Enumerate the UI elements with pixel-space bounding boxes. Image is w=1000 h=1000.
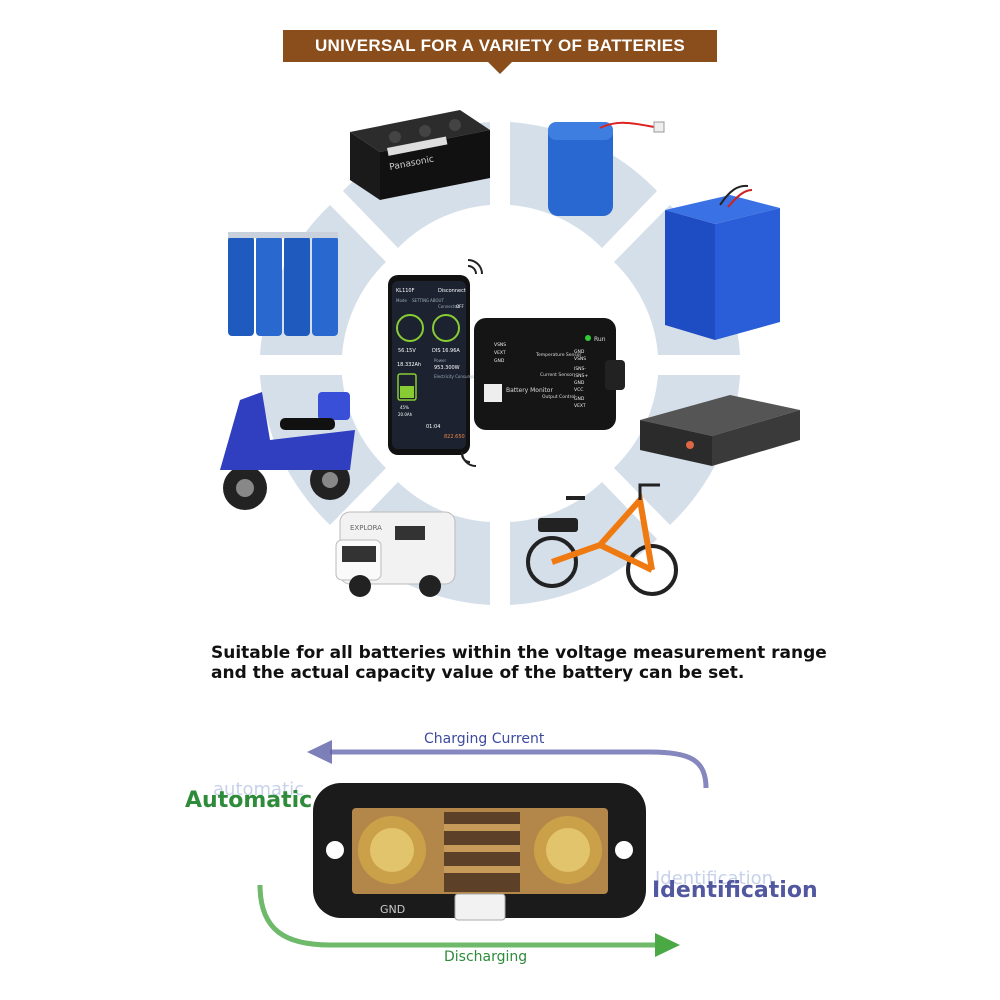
lithium-cells	[228, 232, 338, 336]
svg-text:VSNS: VSNS	[574, 356, 586, 362]
phone-disconnect: Disconnect	[438, 288, 466, 294]
discharging-label: Discharging	[444, 949, 528, 965]
svg-text:GND: GND	[574, 396, 585, 402]
svg-text:GND: GND	[574, 380, 585, 386]
phone-app-screen: KL110F Disconnect Mode SETTING ABOUT Con…	[388, 259, 483, 467]
phone-amp-hours: 18.332Ah	[397, 362, 421, 368]
motorhome: EXPLORA	[335, 511, 456, 597]
automatic-label: Automatic	[185, 788, 313, 813]
identification-label: Identification	[652, 878, 818, 903]
svg-text:VEXT: VEXT	[574, 403, 586, 409]
phone-tab-settings: SETTING	[412, 298, 429, 303]
phone-tab-about: ABOUT	[430, 298, 444, 303]
phone-time: 01:04	[426, 424, 440, 430]
svg-text:VEXT: VEXT	[494, 350, 506, 356]
caption-line-2: and the actual capacity value of the bat…	[211, 663, 745, 683]
svg-text:GND: GND	[494, 358, 505, 364]
charging-arrow	[307, 740, 709, 789]
shunt-illustration: GND	[257, 740, 709, 957]
scooter	[220, 392, 355, 510]
monitor-output-control: Output Control	[542, 394, 575, 400]
phone-off: OFF	[456, 304, 464, 309]
battery-monitor-device: Run Battery Monitor Temperature Sensor C…	[474, 318, 625, 430]
svg-text:ISNS-: ISNS-	[574, 366, 586, 372]
phone-tab-mode: Mode	[396, 298, 407, 303]
gnd-label: GND	[380, 903, 405, 916]
phone-energy: 822.650	[444, 434, 465, 440]
ev-battery-pack	[640, 395, 800, 466]
svg-text:VSNS: VSNS	[494, 342, 506, 348]
phone-electricity-label: Electricity Consumption	[434, 374, 482, 379]
battery-wheel-illustration: Panasonic KL110F Disconnect	[220, 110, 800, 605]
discharging-arrow	[257, 884, 680, 957]
section-banner: UNIVERSAL FOR A VARIETY OF BATTERIES	[283, 30, 717, 62]
monitor-temp-sensor: Temperature Sensor	[535, 352, 582, 358]
phone-power-label: Power	[434, 358, 446, 363]
phone-battery-capacity: 20.0Ah	[398, 412, 413, 417]
svg-text:ISNS+: ISNS+	[574, 373, 588, 379]
phone-connected: Connected	[438, 304, 460, 309]
banner-title: UNIVERSAL FOR A VARIETY OF BATTERIES	[314, 36, 686, 55]
lead-acid-battery: Panasonic	[350, 110, 490, 200]
monitor-title: Battery Monitor	[506, 387, 553, 394]
svg-text:VCC: VCC	[574, 387, 583, 393]
monitor-run: Run	[594, 336, 606, 343]
identification-ghost-text: Identification	[655, 868, 774, 889]
rv-text: EXPLORA	[350, 524, 382, 532]
automatic-ghost-text: automatic	[213, 779, 305, 800]
svg-text:GND: GND	[574, 349, 585, 355]
caption-line-1: Suitable for all batteries within the vo…	[211, 643, 827, 663]
phone-model: KL110F	[396, 288, 415, 294]
folding-ebike	[526, 483, 678, 596]
phone-battery-pct: 45%	[400, 405, 409, 410]
charging-current-label: Charging Current	[424, 731, 545, 747]
lithium-box-battery	[665, 184, 780, 340]
phone-power: 953.300W	[434, 365, 460, 371]
phone-current: DIS 16.96A	[432, 348, 460, 354]
current-shunt: GND	[313, 783, 646, 921]
monitor-pins-left: VSNS VEXT GND	[494, 342, 506, 364]
banner-pointer-icon	[488, 62, 512, 74]
monitor-pins-right: GND VSNS ISNS- ISNS+ GND VCC GND VEXT	[574, 349, 588, 409]
monitor-current-sensor: Current Sensor	[540, 372, 574, 378]
cylindrical-pack	[548, 121, 665, 216]
phone-voltage: 56.15V	[398, 348, 416, 354]
